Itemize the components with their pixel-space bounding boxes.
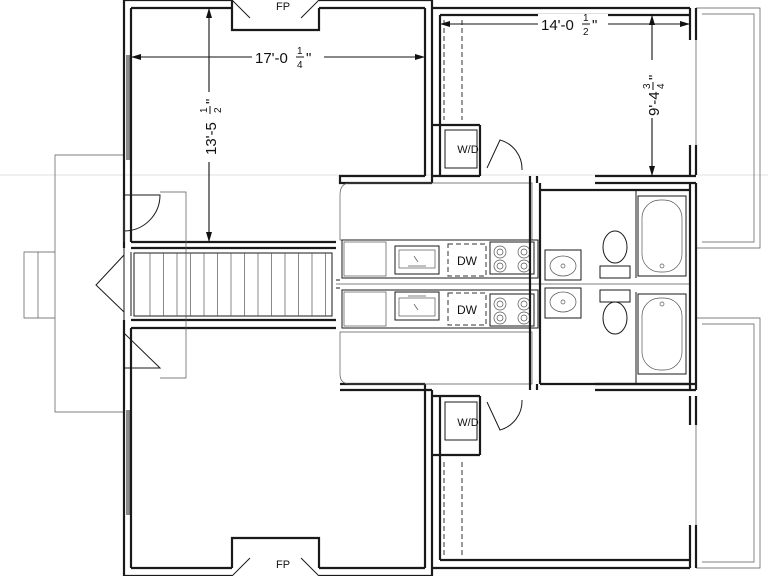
- closet-door-top: [486, 139, 523, 171]
- bathroom-sink-bottom: [544, 287, 582, 319]
- porch-outline: [23, 154, 124, 413]
- dimension-line-bedroom-width: [440, 14, 690, 34]
- dimension-living-depth-mark: ": [203, 99, 220, 104]
- dimension-line-living-depth: [198, 8, 220, 242]
- dimension-bedroom-depth-den: 4: [656, 83, 667, 89]
- washer-dryer-top: [444, 129, 478, 169]
- stairs: [133, 252, 333, 317]
- kitchen-sink-bottom: [394, 291, 440, 321]
- dimension-living-depth: 13'-5 1 2 ": [199, 99, 224, 155]
- fireplace-bottom: [230, 536, 321, 576]
- dimension-living-width-mark: ": [306, 50, 311, 67]
- dimension-bedroom-depth-mark: ": [646, 75, 663, 80]
- dimension-bedroom-depth-feet: 9'-4: [646, 91, 663, 116]
- entry-door-swing-bottom: [123, 332, 162, 369]
- dimension-living-width-den: 4: [297, 60, 303, 71]
- dimension-bedroom-depth: 9'-4 3 4 ": [642, 75, 667, 116]
- toilet-top: [599, 230, 631, 279]
- dimension-bedroom-depth-num: 3: [642, 83, 653, 89]
- range-bottom: [489, 293, 535, 327]
- fireplace-top: [230, 0, 321, 32]
- dishwasher-bottom: [447, 292, 487, 326]
- dimension-bedroom-width-num: 1: [583, 13, 589, 24]
- stair-corridor: [123, 240, 336, 330]
- dimension-line-living-width: [131, 47, 425, 67]
- bathroom-walls: [528, 183, 698, 390]
- kitchen-counter-top: [341, 239, 539, 279]
- range-top: [489, 241, 535, 275]
- dimension-bedroom-width-mark: ": [592, 17, 597, 34]
- dimension-living-width-feet: 17'-0: [255, 50, 288, 67]
- dimension-living-depth-num: 1: [199, 107, 210, 113]
- dimension-living-depth-feet: 13'-5: [203, 122, 220, 155]
- dishwasher-label-top: DW: [457, 254, 478, 268]
- party-wall-ends: [336, 279, 340, 289]
- dimension-living-depth-den: 2: [213, 107, 224, 113]
- toilet-bottom: [599, 289, 631, 335]
- dimension-bedroom-width: 14'-0 1 2 ": [541, 13, 597, 38]
- patio-outline-bottom: [696, 317, 761, 569]
- patio-outline-top: [696, 7, 761, 249]
- bathtub-bottom: [637, 293, 687, 375]
- entry-door-swing-left: [95, 254, 125, 313]
- dimension-line-bedroom-depth: [641, 15, 663, 176]
- bathroom-sink-top: [544, 249, 582, 281]
- entry-door-swing-top: [123, 194, 161, 242]
- dimension-living-width-num: 1: [297, 46, 303, 57]
- kitchen-area-top: [339, 182, 533, 241]
- kitchen-area-bottom: [339, 331, 533, 385]
- washer-dryer-bottom: [444, 401, 478, 441]
- dishwasher-top: [447, 243, 487, 277]
- fireplace-label-bottom: FP: [276, 559, 290, 571]
- dimension-bedroom-width-den: 2: [583, 27, 589, 38]
- dimension-bedroom-width-feet: 14'-0: [541, 17, 574, 34]
- kitchen-counter-bottom: [341, 289, 539, 329]
- dimension-living-width: 17'-0 1 4 ": [255, 46, 311, 71]
- kitchen-sink-top: [394, 245, 440, 275]
- fireplace-label-top: FP: [276, 1, 290, 13]
- closet-door-bottom: [486, 399, 523, 431]
- dishwasher-label-bottom: DW: [457, 303, 478, 317]
- bedroom-walls-top: [432, 6, 698, 185]
- washer-dryer-label-bottom: W/D: [457, 417, 478, 429]
- bathtub-top: [637, 195, 687, 277]
- living-room-walls: [122, 0, 434, 576]
- stoop-outline: [160, 191, 187, 379]
- washer-dryer-label-top: W/D: [457, 144, 478, 156]
- bedroom-walls-bottom: [432, 382, 698, 570]
